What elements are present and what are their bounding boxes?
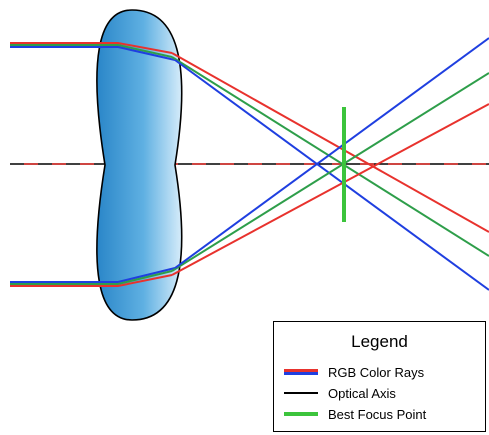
best-focus-swatch bbox=[284, 411, 318, 417]
convex-lens bbox=[96, 9, 183, 321]
legend-title: Legend bbox=[351, 332, 408, 351]
incoming-rays-top bbox=[10, 42, 176, 61]
rgb-rays-swatch bbox=[284, 369, 318, 375]
optical-axis-swatch bbox=[284, 390, 318, 396]
incoming-rays-bottom bbox=[10, 267, 176, 287]
legend: Legend RGB Color Rays Optical Axis Best … bbox=[273, 321, 486, 432]
refracted-rays bbox=[171, 37, 489, 291]
legend-item-rgb-rays: RGB Color Rays bbox=[284, 364, 424, 380]
legend-label: Optical Axis bbox=[328, 385, 396, 401]
legend-item-best-focus: Best Focus Point bbox=[284, 406, 426, 422]
legend-item-optical-axis: Optical Axis bbox=[284, 385, 396, 401]
legend-label: RGB Color Rays bbox=[328, 364, 425, 380]
legend-label: Best Focus Point bbox=[328, 406, 427, 422]
